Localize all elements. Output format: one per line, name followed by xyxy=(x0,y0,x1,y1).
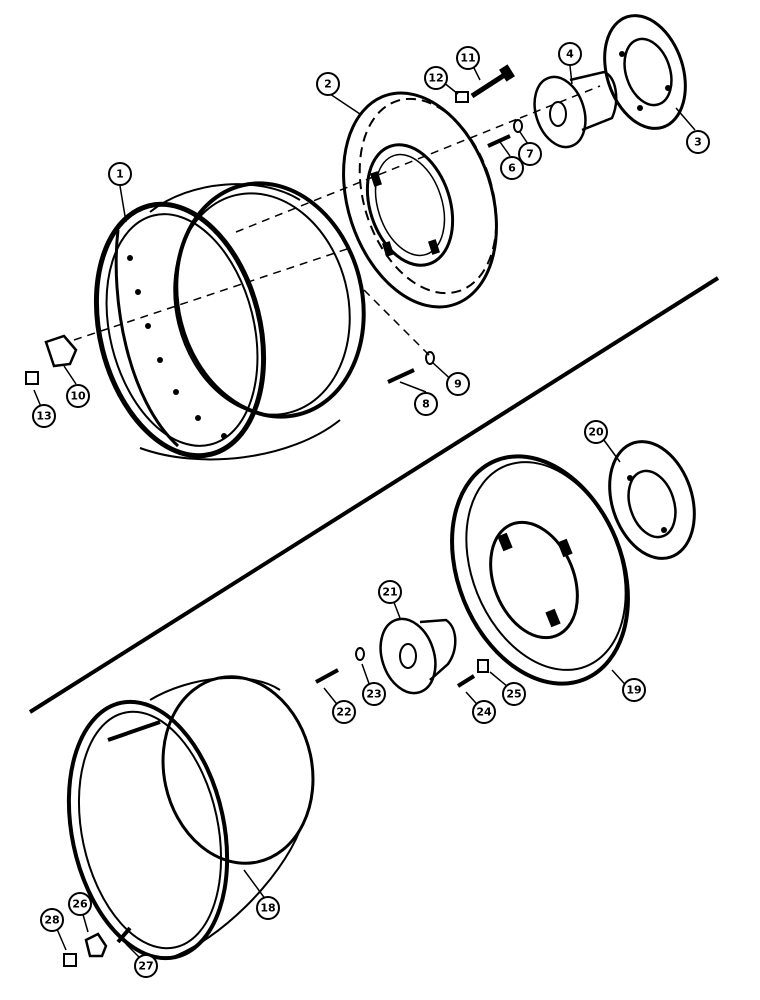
svg-text:27: 27 xyxy=(138,960,153,973)
callout-28: 28 xyxy=(40,908,64,932)
callout-19: 19 xyxy=(622,678,646,702)
svg-text:24: 24 xyxy=(476,706,492,719)
callout-1: 1 xyxy=(108,162,132,186)
callout-26: 26 xyxy=(68,892,92,916)
svg-text:22: 22 xyxy=(336,706,351,719)
bolt-part-24 xyxy=(456,674,476,688)
center-disc-part-2 xyxy=(342,91,498,309)
assembly-dashed-lines-upper xyxy=(73,85,601,357)
rim-part-1 xyxy=(93,181,366,461)
callout-13: 13 xyxy=(32,404,56,428)
callout-27: 27 xyxy=(134,954,158,978)
callout-24: 24 xyxy=(472,700,496,724)
svg-text:10: 10 xyxy=(70,390,86,403)
flange-part-20 xyxy=(608,440,696,560)
svg-text:7: 7 xyxy=(526,148,534,161)
callout-12: 12 xyxy=(424,66,448,90)
callout-10: 10 xyxy=(66,384,90,408)
callout-2: 2 xyxy=(316,72,340,96)
callout-leader-lines xyxy=(33,55,696,965)
clamp-part-26 xyxy=(84,932,108,958)
nut-part-25 xyxy=(477,659,489,673)
callout-22: 22 xyxy=(332,700,356,724)
rim-part-18 xyxy=(66,675,315,961)
svg-text:6: 6 xyxy=(508,162,516,175)
svg-text:8: 8 xyxy=(422,398,430,411)
svg-text:4: 4 xyxy=(566,48,574,61)
svg-text:18: 18 xyxy=(260,902,275,915)
svg-text:19: 19 xyxy=(626,684,641,697)
svg-text:25: 25 xyxy=(506,688,521,701)
washer-part-7 xyxy=(513,119,523,133)
section-divider-line xyxy=(28,276,720,714)
nut-part-28 xyxy=(63,953,77,967)
svg-text:23: 23 xyxy=(366,688,381,701)
svg-text:26: 26 xyxy=(72,898,88,911)
nut-part-13 xyxy=(25,371,39,385)
hub-part-4 xyxy=(533,70,618,149)
svg-text:12: 12 xyxy=(428,72,443,85)
callout-9: 9 xyxy=(446,372,470,396)
washer-part-23 xyxy=(355,647,365,661)
svg-text:3: 3 xyxy=(694,136,702,149)
svg-text:2: 2 xyxy=(324,78,332,91)
clamp-part-10 xyxy=(44,334,78,368)
nut-part-12 xyxy=(455,91,469,103)
callout-20: 20 xyxy=(584,420,608,444)
bolt-part-11 xyxy=(470,64,515,99)
callout-11: 11 xyxy=(456,46,480,70)
flange-part-3 xyxy=(603,14,687,130)
svg-text:13: 13 xyxy=(36,410,51,423)
callout-4: 4 xyxy=(558,42,582,66)
center-disc-part-19 xyxy=(450,454,630,686)
svg-text:20: 20 xyxy=(588,426,604,439)
callout-3: 3 xyxy=(686,130,710,154)
bolt-part-22 xyxy=(315,668,339,684)
bolt-part-8 xyxy=(387,368,415,384)
callout-25: 25 xyxy=(502,682,526,706)
hub-part-21 xyxy=(379,617,457,695)
bolt-part-6 xyxy=(487,134,511,148)
svg-text:28: 28 xyxy=(44,914,59,927)
bolt-part-27 xyxy=(116,926,132,944)
callout-23: 23 xyxy=(362,682,386,706)
callout-18: 18 xyxy=(256,896,280,920)
callout-6: 6 xyxy=(500,156,524,180)
svg-text:11: 11 xyxy=(460,52,475,65)
washer-part-9 xyxy=(425,351,435,365)
callout-21: 21 xyxy=(378,580,402,604)
svg-text:1: 1 xyxy=(116,168,124,181)
svg-text:21: 21 xyxy=(382,586,397,599)
callout-7: 7 xyxy=(518,142,542,166)
svg-text:9: 9 xyxy=(454,378,462,391)
callout-8: 8 xyxy=(414,392,438,416)
